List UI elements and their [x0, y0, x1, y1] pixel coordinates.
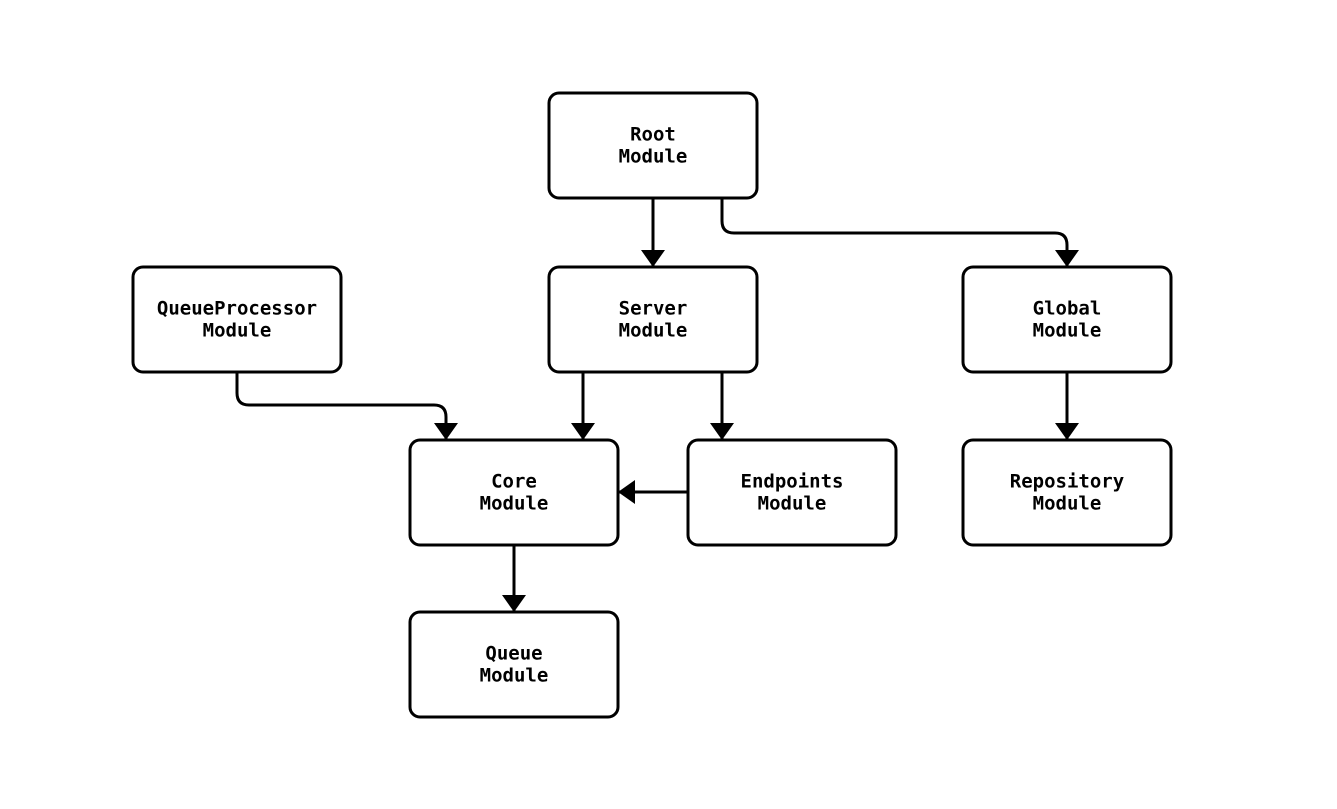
node-box [131, 265, 343, 374]
edge-root-to-global [720, 198, 1079, 267]
edge-queueprocessor-to-core [235, 372, 458, 440]
node-box [408, 438, 620, 547]
node-box [547, 265, 759, 374]
node-box [408, 610, 620, 719]
edges-layer [235, 198, 1079, 612]
node-box [686, 438, 898, 547]
node-box [961, 438, 1173, 547]
node-box [547, 91, 759, 200]
node-box [961, 265, 1173, 374]
